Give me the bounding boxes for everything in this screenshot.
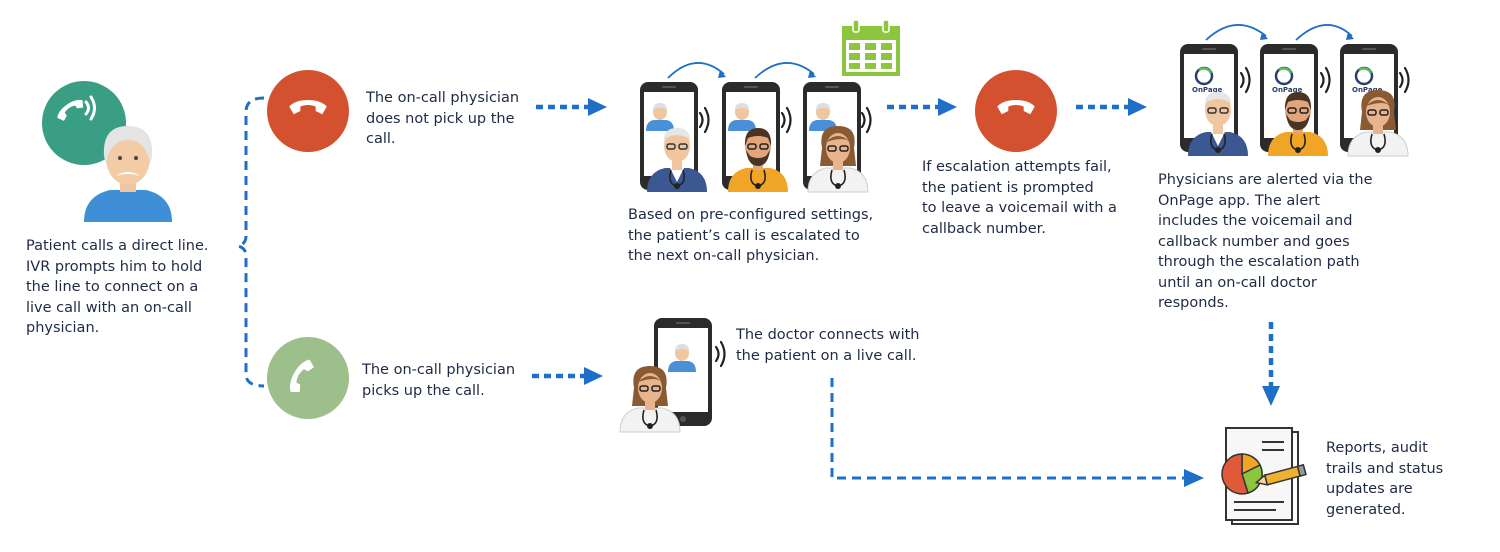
- smartphone-icon: OnPage: [1260, 44, 1318, 152]
- report-chart-icon: [1221, 427, 1307, 525]
- step-live-call: The doctor connects with the patient on …: [736, 327, 920, 364]
- accept-call-icon: [267, 337, 349, 419]
- escalation-phones: [640, 62, 872, 193]
- decline-call-icon: [975, 70, 1057, 152]
- smartphone-icon: OnPage: [1180, 44, 1238, 152]
- step-escalated: Based on pre-configured settings, the pa…: [628, 207, 874, 264]
- arrow-to-reports-from-alert: [1262, 322, 1280, 406]
- step-voicemail: If escalation attempts fail, the patient…: [922, 159, 1117, 237]
- step-onpage-alert: Physicians are alerted via the OnPage ap…: [1158, 172, 1373, 311]
- step-reports: Reports, audit trails and status updates…: [1326, 440, 1444, 518]
- arrow-to-voicemail: [887, 98, 957, 116]
- onpage-phones: OnPage OnPage OnPage: [1180, 24, 1410, 157]
- patient-avatar: [84, 126, 172, 222]
- live-call-group: [619, 318, 726, 433]
- onpage-logo-text: OnPage: [1272, 86, 1303, 94]
- smartphone-icon: OnPage: [1340, 44, 1398, 152]
- decline-call-icon: [267, 70, 349, 152]
- step-pickup: The on-call physician picks up the call.: [362, 362, 516, 399]
- arrow-to-live-call: [532, 367, 603, 385]
- patient-group: [42, 81, 172, 222]
- arrow-to-escalation: [536, 98, 607, 116]
- step-no-pickup: The on-call physician does not pick up t…: [366, 90, 520, 147]
- step-patient-call: Patient calls a direct line. IVR prompts…: [26, 238, 209, 336]
- calendar-icon: [842, 19, 900, 76]
- arrow-to-onpage: [1076, 98, 1147, 116]
- onpage-logo-text: OnPage: [1352, 86, 1383, 94]
- arrow-live-call-to-reports: [830, 378, 1204, 487]
- branch-bracket: [237, 96, 265, 388]
- onpage-logo-text: OnPage: [1192, 86, 1223, 94]
